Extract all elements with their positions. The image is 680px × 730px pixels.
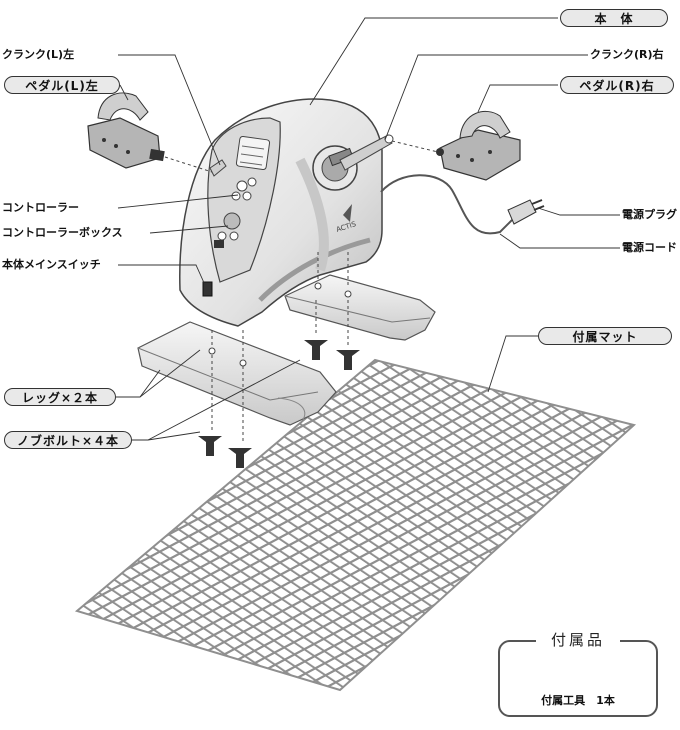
label-legs: レッグ×２本 <box>4 388 116 406</box>
power-cord <box>380 174 545 235</box>
label-controller-box: コントローラーボックス <box>2 226 123 239</box>
accessories-title: 付属品 <box>536 631 620 649</box>
knob-bolts-upper <box>304 340 360 370</box>
label-controller: コントローラー <box>2 201 79 214</box>
leg-left <box>137 321 337 426</box>
label-knob-bolts: ノブボルト×４本 <box>4 431 132 449</box>
label-crank-right: クランク(R)右 <box>590 48 664 61</box>
accessories-item: 付属工具 1本 <box>541 694 615 707</box>
label-pedal-right: ペダル(R)右 <box>560 76 674 94</box>
accessories-box <box>498 640 658 717</box>
label-pedal-left: ペダル(L)左 <box>4 76 120 94</box>
pedal-left <box>87 92 165 169</box>
pedal-right <box>436 110 521 181</box>
exerciser-body <box>179 98 394 327</box>
label-body: 本 体 <box>560 9 668 27</box>
label-crank-left: クランク(L)左 <box>2 48 75 61</box>
knob-bolts-lower <box>198 436 252 468</box>
assembly-dashes <box>164 140 439 444</box>
label-mat: 付属マット <box>538 327 672 345</box>
label-main-switch: 本体メインスイッチ <box>2 258 101 271</box>
label-power-plug: 電源プラグ <box>622 208 677 221</box>
leg-right <box>284 274 436 341</box>
leader-lines <box>116 17 620 441</box>
mat <box>74 358 637 692</box>
label-power-cord: 電源コード <box>622 241 677 254</box>
